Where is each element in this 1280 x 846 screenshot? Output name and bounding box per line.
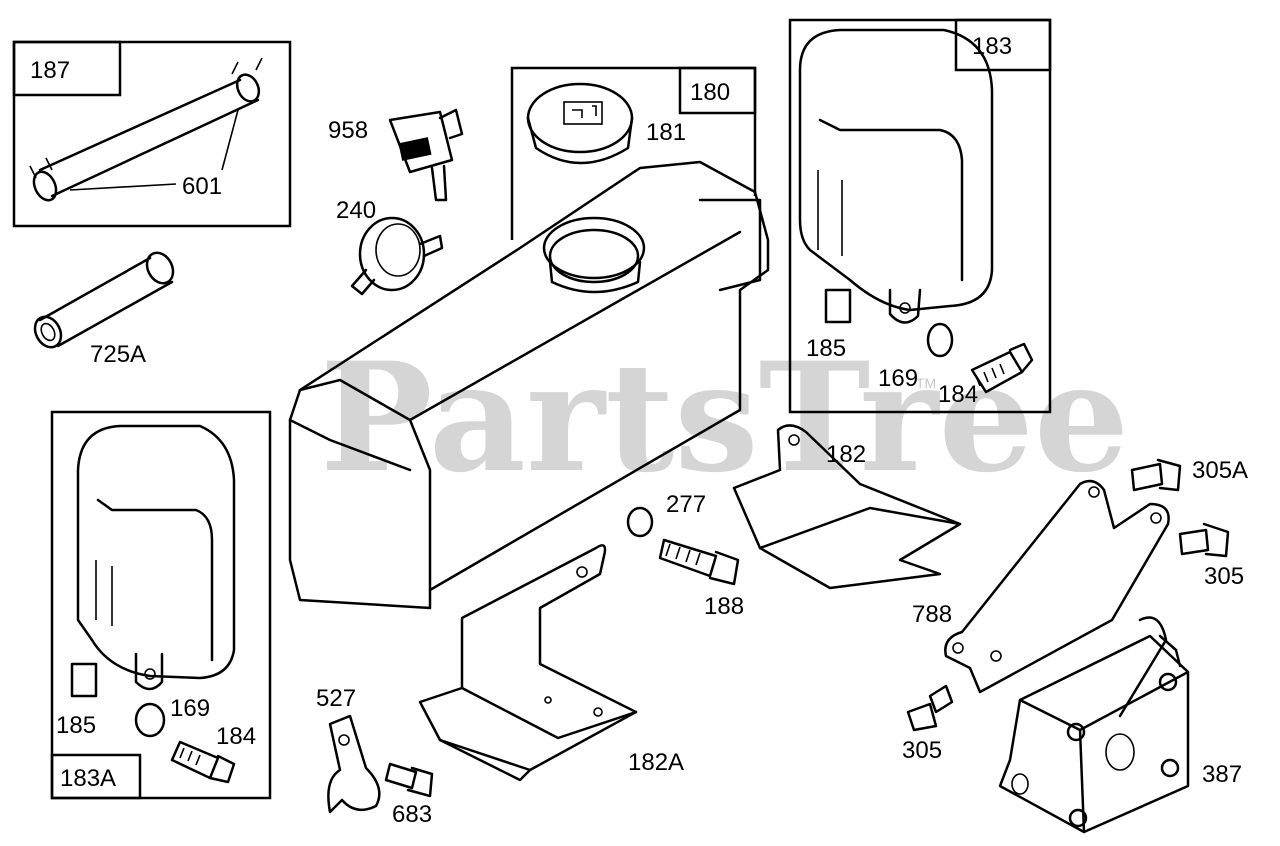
- part-label-601: 601: [182, 173, 222, 200]
- tank-strap-pad-183-part: [798, 28, 994, 324]
- leader-601: [69, 109, 239, 191]
- screw-305-right-part: [1178, 522, 1230, 558]
- part-label-182: 182: [826, 441, 866, 468]
- fuel-filter-240-part: [350, 216, 444, 296]
- part-label-305-right: 305: [1204, 563, 1244, 590]
- bracket-182-part: [732, 424, 962, 590]
- part-label-277: 277: [666, 491, 706, 518]
- shutoff-valve-958-part: [388, 108, 464, 202]
- kit-183-box: 183 185 169 184: [788, 18, 1052, 414]
- part-label-169-top: 169: [878, 365, 918, 392]
- kit-183a-box: 183A 185 169 184: [50, 410, 272, 800]
- kit-180-box: 180: [510, 66, 757, 240]
- kit-180-label: 180: [690, 79, 730, 106]
- kit-183-label: 183: [972, 33, 1012, 60]
- screw-184b-part: [170, 740, 236, 784]
- part-label-185-bottom: 185: [56, 712, 96, 739]
- part-label-181: 181: [646, 119, 686, 146]
- pad-185-part: [824, 288, 852, 324]
- screw-683-part: [384, 762, 434, 798]
- kit-183a-label: 183A: [60, 765, 116, 792]
- screw-305a-part: [1130, 458, 1182, 492]
- kit-187-label: 187: [30, 57, 70, 84]
- part-label-184-top: 184: [938, 381, 978, 408]
- washer-169b-part: [134, 702, 166, 738]
- washer-169-part: [926, 322, 954, 358]
- part-label-240: 240: [336, 197, 376, 224]
- part-label-188: 188: [704, 593, 744, 620]
- part-label-725a: 725A: [90, 341, 146, 368]
- tank-strap-pad-183a-part: [76, 424, 236, 691]
- part-label-683: 683: [392, 801, 432, 828]
- part-label-387: 387: [1202, 761, 1242, 788]
- screw-188-part: [658, 538, 740, 586]
- part-label-788: 788: [912, 601, 952, 628]
- watermark-trademark: TM: [916, 375, 936, 391]
- part-label-305a: 305A: [1192, 457, 1248, 484]
- hose-725a-part: [33, 251, 175, 349]
- plate-788-part: [944, 479, 1170, 694]
- part-label-185-top: 185: [806, 335, 846, 362]
- bracket-182a-part: [418, 544, 638, 782]
- part-label-958: 958: [328, 117, 368, 144]
- fuel-pump-387-part: [998, 616, 1190, 834]
- part-label-527: 527: [316, 685, 356, 712]
- washer-277-part: [626, 506, 654, 538]
- fuel-line-part: [29, 57, 263, 202]
- kit-187-box: 187 601: [12, 40, 292, 228]
- clip-527-part: [327, 714, 381, 814]
- part-label-169-bottom: 169: [170, 695, 210, 722]
- fuel-cap-181-part: [526, 82, 634, 165]
- part-label-184-bottom: 184: [216, 723, 256, 750]
- screw-305-lower-part: [906, 684, 954, 732]
- screw-184-part: [970, 342, 1034, 394]
- part-label-182a: 182A: [628, 749, 684, 776]
- pad-185b-part: [70, 662, 98, 698]
- part-label-305-lower: 305: [902, 737, 942, 764]
- fuel-tank-part: [288, 160, 770, 610]
